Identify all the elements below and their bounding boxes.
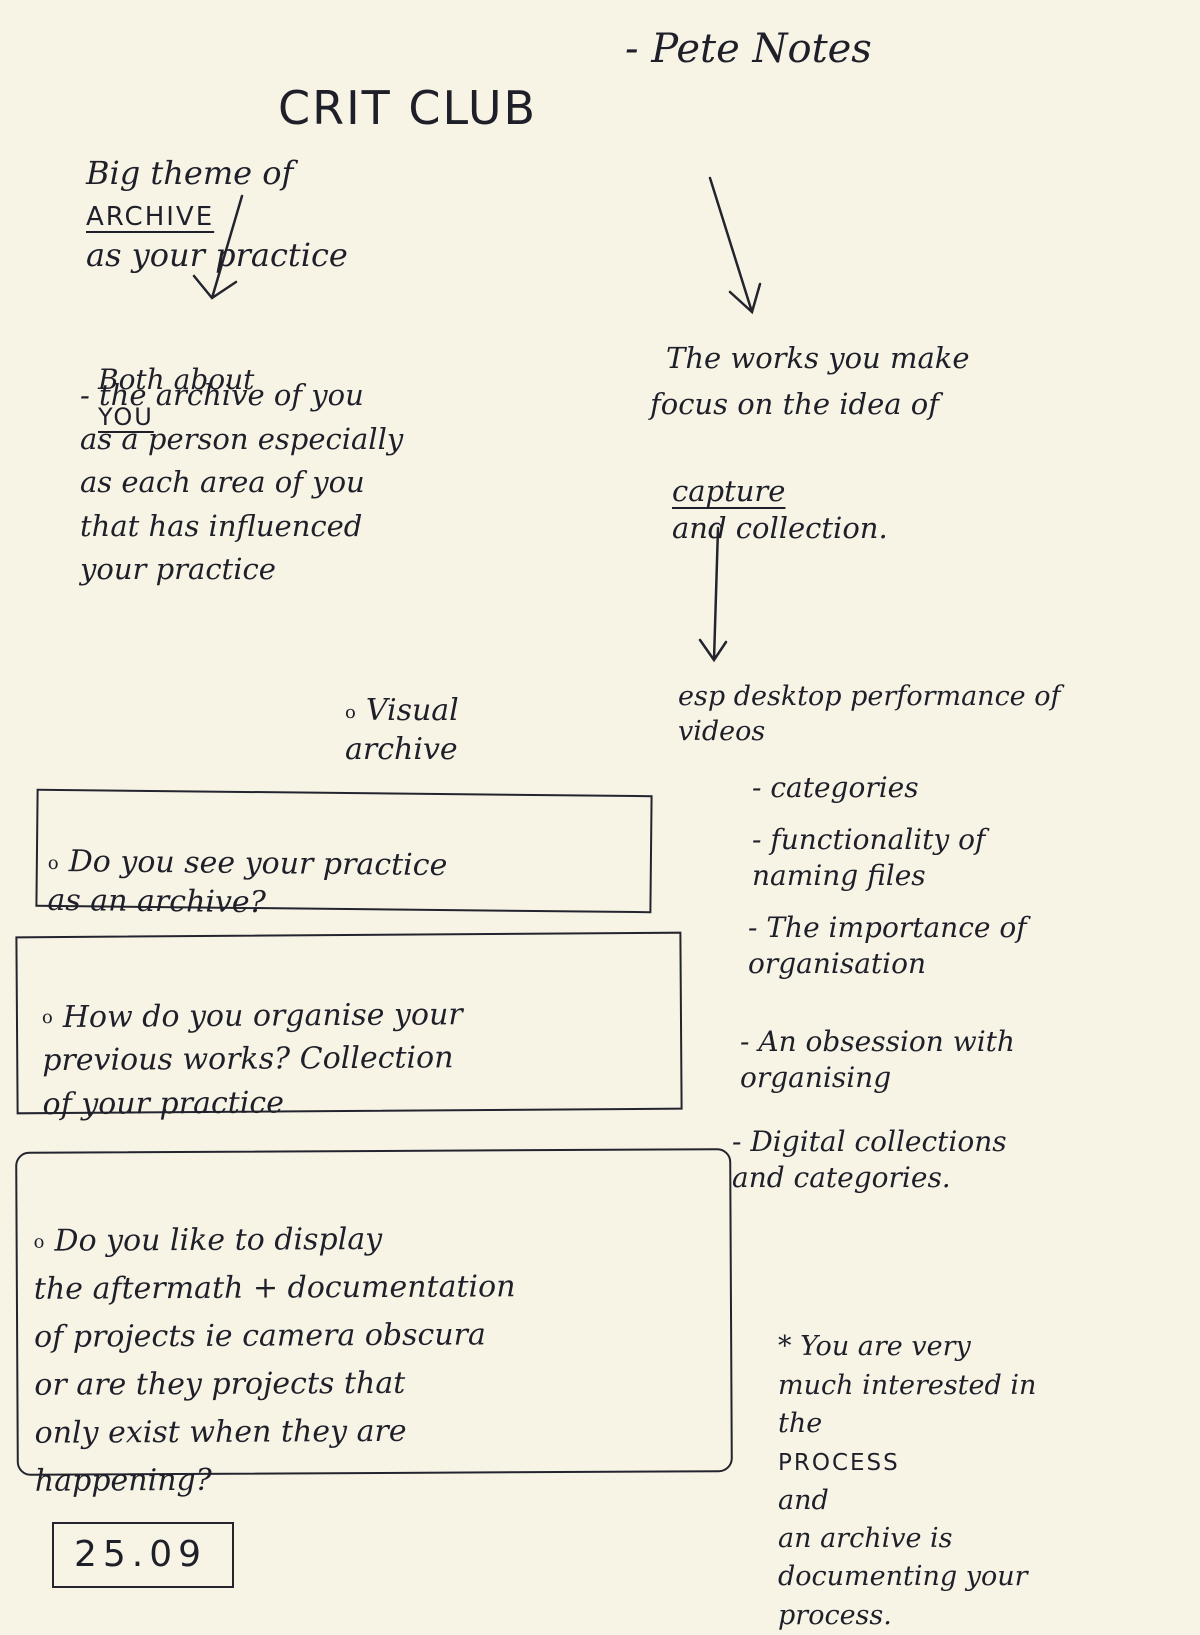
desktop-item-obsession: - An obsession with organising xyxy=(740,1025,1015,1094)
desktop-item-importance: - The importance of organisation xyxy=(748,911,1027,980)
date-text: 25.09 xyxy=(74,1534,208,1575)
visual-archive-text: Visual archive xyxy=(345,693,459,767)
question-3-text: Do you like to display the aftermath + d… xyxy=(33,1221,516,1499)
theme-prefix: Big theme of xyxy=(86,153,294,192)
arrow-right xyxy=(708,176,762,315)
desktop-intro: esp desktop performance of videos xyxy=(678,681,1061,747)
left-heading-prefix: Both about xyxy=(98,362,255,396)
right-branch-line3: capture and collection. xyxy=(672,436,888,547)
question-1-text: Do you see your practice as an archive? xyxy=(47,844,448,920)
right-branch-line2: focus on the idea of xyxy=(650,387,939,421)
question-2-bullet: o xyxy=(41,1007,53,1029)
theme-line: Big theme of ARCHIVE as your practice xyxy=(86,112,348,276)
left-branch-heading: Both about YOU xyxy=(98,326,254,433)
theme-suffix: as your practice xyxy=(86,235,348,274)
question-3-bullet: o xyxy=(33,1231,45,1253)
right-branch-rest: and collection. xyxy=(672,511,888,546)
desktop-item-categories: - categories xyxy=(752,771,919,804)
question-1-bullet: o xyxy=(47,852,59,874)
arrow-down xyxy=(698,526,728,663)
left-heading-keyword: YOU xyxy=(98,402,154,431)
desktop-item-functionality: - functionality of naming files xyxy=(752,823,986,892)
left-branch-text: - the archive of you as a person especia… xyxy=(80,378,404,586)
process-note: * You are very much interested in the PR… xyxy=(778,1290,1036,1635)
process-note-rest: and an archive is documenting your proce… xyxy=(778,1484,1028,1631)
page-title: CRIT CLUB xyxy=(278,20,537,138)
process-note-keyword: PROCESS xyxy=(778,1450,900,1477)
question-2-text: How do you organise your previous works?… xyxy=(42,996,463,1122)
desktop-item-digital: - Digital collections and categories. xyxy=(732,1125,1007,1194)
visual-archive-bullet: o xyxy=(345,701,356,723)
theme-keyword: ARCHIVE xyxy=(86,201,215,232)
page-subtitle: - Pete Notes xyxy=(625,26,872,72)
right-branch-line1: The works you make xyxy=(666,341,970,375)
date-box: 25.09 xyxy=(52,1522,234,1588)
title-text: CRIT CLUB xyxy=(278,80,538,135)
right-branch-keyword: capture xyxy=(672,474,786,509)
process-note-prefix: * You are very much interested in the xyxy=(778,1331,1037,1439)
